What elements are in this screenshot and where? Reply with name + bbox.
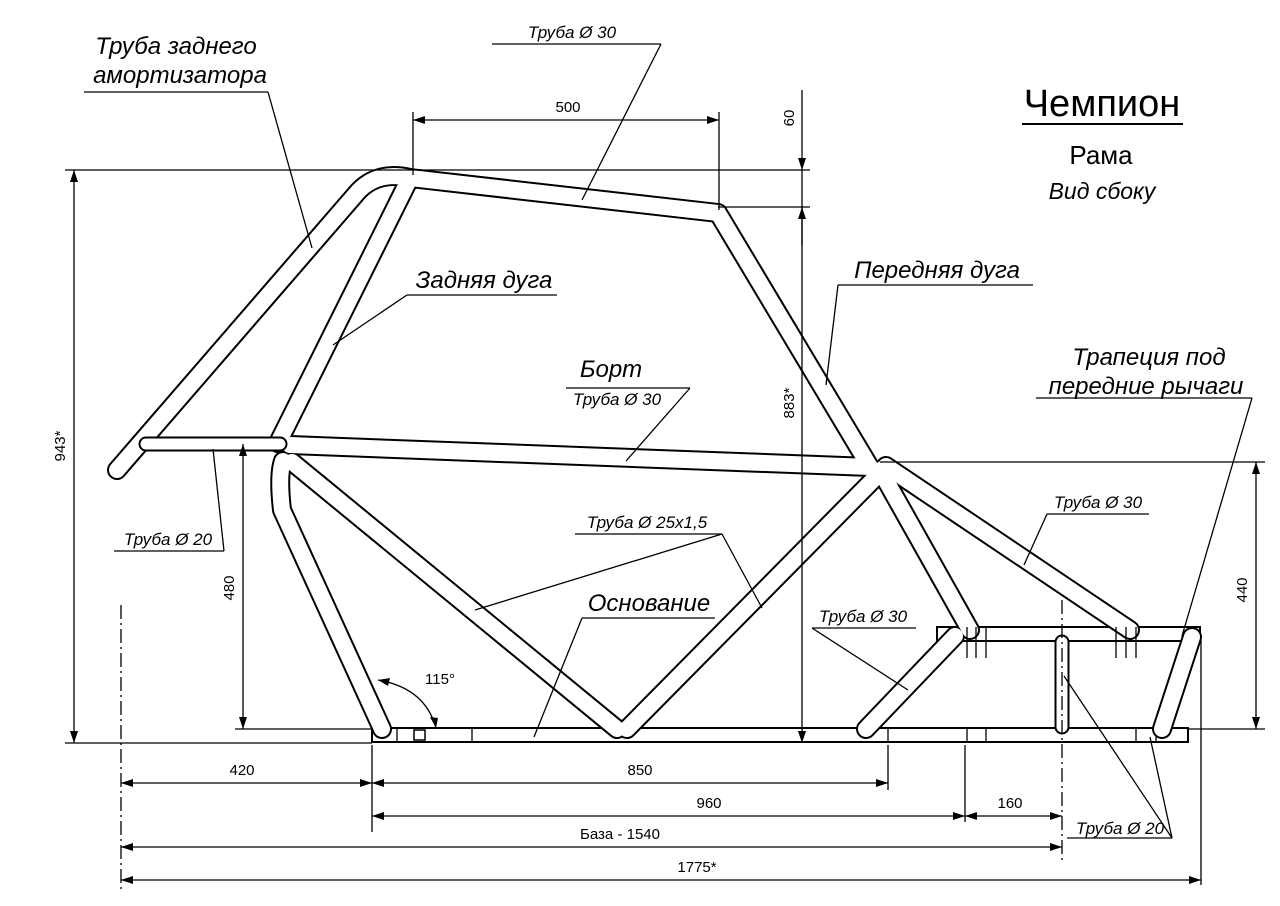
label-rear-hoop: Задняя дуга [416,267,553,294]
drawing-title: Чемпион [1024,83,1181,125]
label-base: Основание [588,590,710,617]
label-a-arm-trapezoid-line1: Трапеция под [1072,344,1225,371]
dimension-texts: 500 60 883* 943* 480 440 115° 420 850 96… [52,99,1251,876]
label-rear-shock-tube-line2: амортизатора [93,62,267,89]
dim-mid-span: 960 [696,795,721,812]
callout-texts: Труба заднего амортизатора Труба Ø 30 За… [93,23,1243,838]
label-lower-front-tube: Труба Ø 30 [819,607,908,626]
dim-front-offset: 160 [997,795,1022,812]
drawing-subtitle: Рама [1069,140,1133,170]
dim-overall-height: 943* [52,430,69,461]
dim-angle: 115° [425,671,455,688]
dim-wheelbase: База - 1540 [580,826,660,843]
label-rear-tube: Труба Ø 20 [124,530,213,549]
dim-overall-length: 1775* [677,859,716,876]
dim-top-width: 500 [555,99,580,116]
title-block: Чемпион Рама Вид сбоку [1022,83,1183,204]
label-top-tube: Труба Ø 30 [528,23,617,42]
drawing-view-label: Вид сбоку [1049,178,1157,204]
dim-front-trapezoid-height: 440 [1234,577,1251,602]
dim-base-span: 850 [627,762,652,779]
label-a-arm-trapezoid-line2: передние рычаги [1049,373,1244,400]
label-front-brace-tube: Труба Ø 30 [1054,493,1143,512]
base-bracket [413,729,426,741]
dim-front-hoop-height: 883* [781,387,798,418]
label-front-hoop: Передняя дуга [854,257,1020,284]
dim-rear-overhang: 420 [229,762,254,779]
dim-top-offset: 60 [781,110,798,127]
frame-tubes [107,166,1202,739]
label-side-rail-tube: Труба Ø 30 [573,390,662,409]
base-rail [371,727,1189,743]
dim-rear-platform-height: 480 [221,575,238,600]
label-diagonal-tube: Труба Ø 25x1,5 [587,513,708,532]
dimension-lines [65,90,1265,892]
label-bottom-tube: Труба Ø 20 [1076,819,1165,838]
label-rear-shock-tube-line1: Труба заднего [95,33,256,60]
callout-leaders [84,43,1253,839]
label-side-rail: Борт [580,356,642,383]
